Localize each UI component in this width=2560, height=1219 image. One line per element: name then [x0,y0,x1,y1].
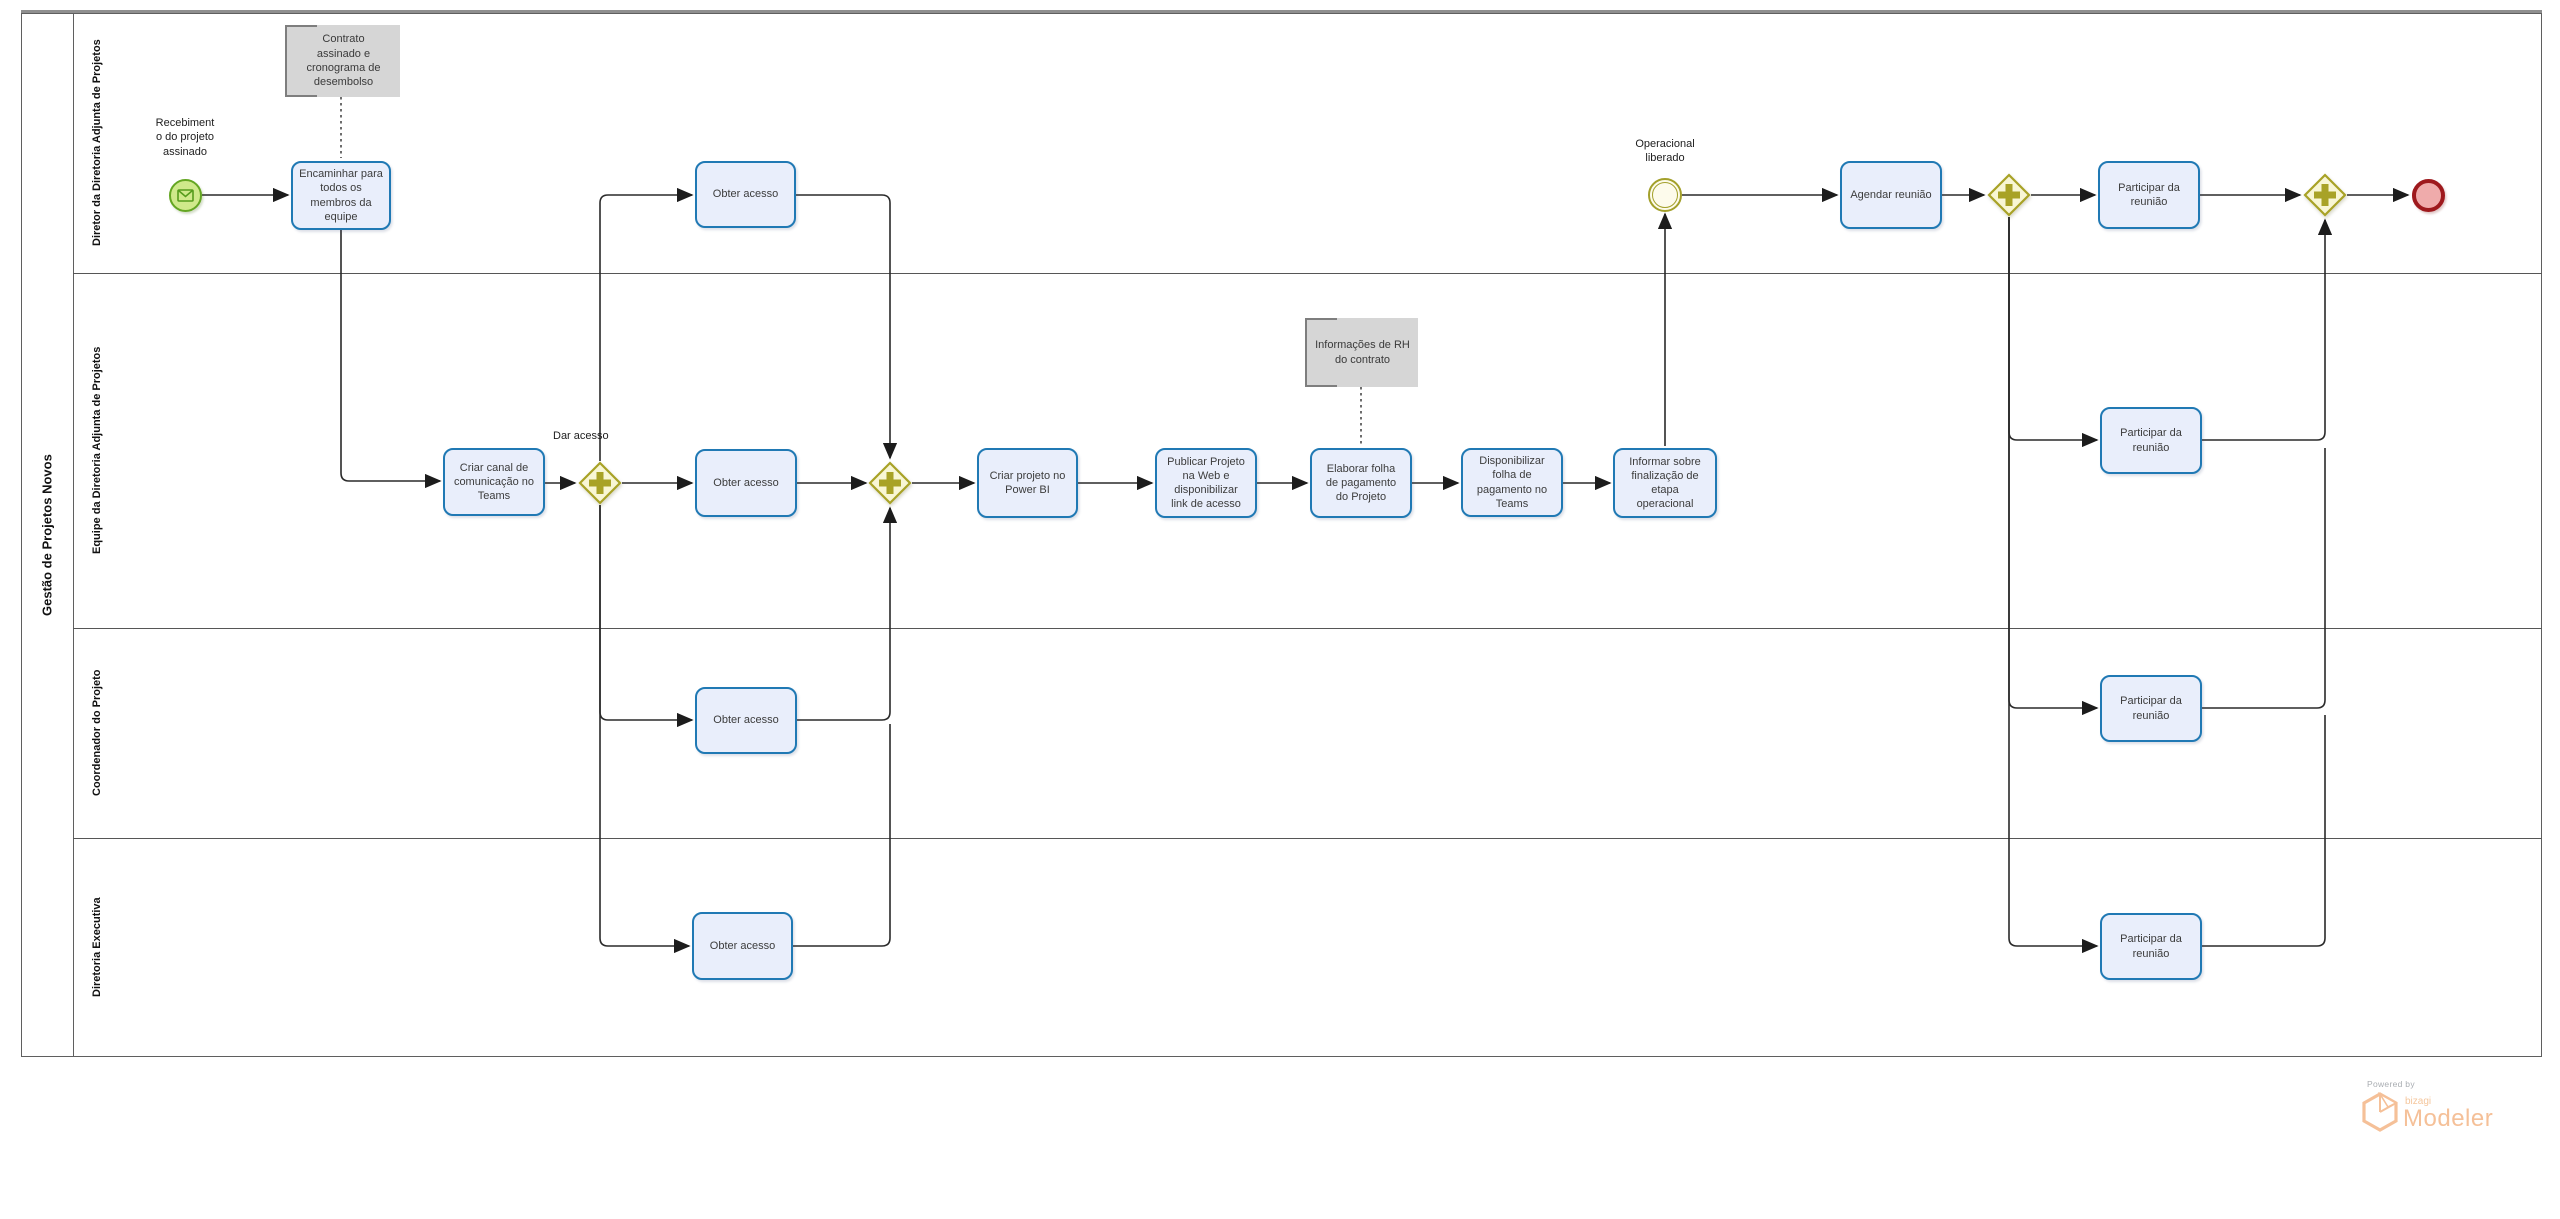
intermediate-event-inner-ring [1652,182,1678,208]
plus-icon [589,472,611,494]
task-criar-canal-teams: Criar canal de comunicação no Teams [443,448,545,516]
intermediate-event-label: Operacional liberado [1635,138,1695,165]
task-obter-acesso-diretor: Obter acesso [695,161,796,228]
watermark-powered-by: Powered by [2367,1079,2415,1089]
task-obter-acesso-equipe: Obter acesso [695,449,797,517]
plus-icon [2314,184,2336,206]
task-informar-finalizacao-etapa: Informar sobre finalização de etapa oper… [1613,448,1717,518]
task-obter-acesso-diretoria: Obter acesso [692,912,793,980]
task-encaminhar-membros: Encaminhar para todos os membros da equi… [291,161,391,230]
watermark-bizagi: bizagi [2405,1096,2432,1107]
task-participar-reuniao-diretor: Participar da reunião [2098,161,2200,229]
end-event [2412,179,2445,212]
task-disponibilizar-folha-teams: Disponibilizar folha de pagamento no Tea… [1461,448,1563,517]
envelope-icon [177,189,194,202]
bizagi-box-icon [2362,1091,2398,1137]
lane-divider-2 [73,628,2542,629]
plus-icon [1998,184,2020,206]
start-event-message [169,179,202,212]
task-participar-reuniao-coordenador: Participar da reunião [2100,675,2202,742]
task-publicar-projeto-web: Publicar Projeto na Web e disponibilizar… [1155,448,1257,518]
annotation-contrato: Contrato assinado e cronograma de desemb… [285,25,400,97]
plus-icon [879,472,901,494]
watermark-modeler: Modeler [2403,1105,2494,1132]
gateway-dar-acesso-label: Dar acesso [553,430,609,442]
parallel-gateway-split-reuniao [1987,173,2031,217]
lane-divider-1 [73,273,2542,274]
pool-border [21,13,2542,1057]
parallel-gateway-join-reuniao [2303,173,2347,217]
start-event-label: Recebiment o do projeto assinado [155,117,215,158]
parallel-gateway-join-acessos [868,461,912,505]
lane-divider-3 [73,838,2542,839]
task-obter-acesso-coordenador: Obter acesso [695,687,797,754]
pool-top-border [21,10,2542,14]
task-participar-reuniao-diretoria: Participar da reunião [2100,913,2202,980]
pool-title-divider [73,13,75,1057]
task-agendar-reuniao: Agendar reunião [1840,161,1942,229]
task-criar-projeto-powerbi: Criar projeto no Power BI [977,448,1078,518]
task-elaborar-folha-pagamento: Elaborar folha de pagamento do Projeto [1310,448,1412,518]
parallel-gateway-dar-acesso [578,461,622,505]
intermediate-event-operacional-liberado [1648,178,1682,212]
annotation-informacoes-rh: Informações de RH do contrato [1305,318,1418,387]
task-participar-reuniao-equipe: Participar da reunião [2100,407,2202,474]
association-lines [340,97,1362,444]
